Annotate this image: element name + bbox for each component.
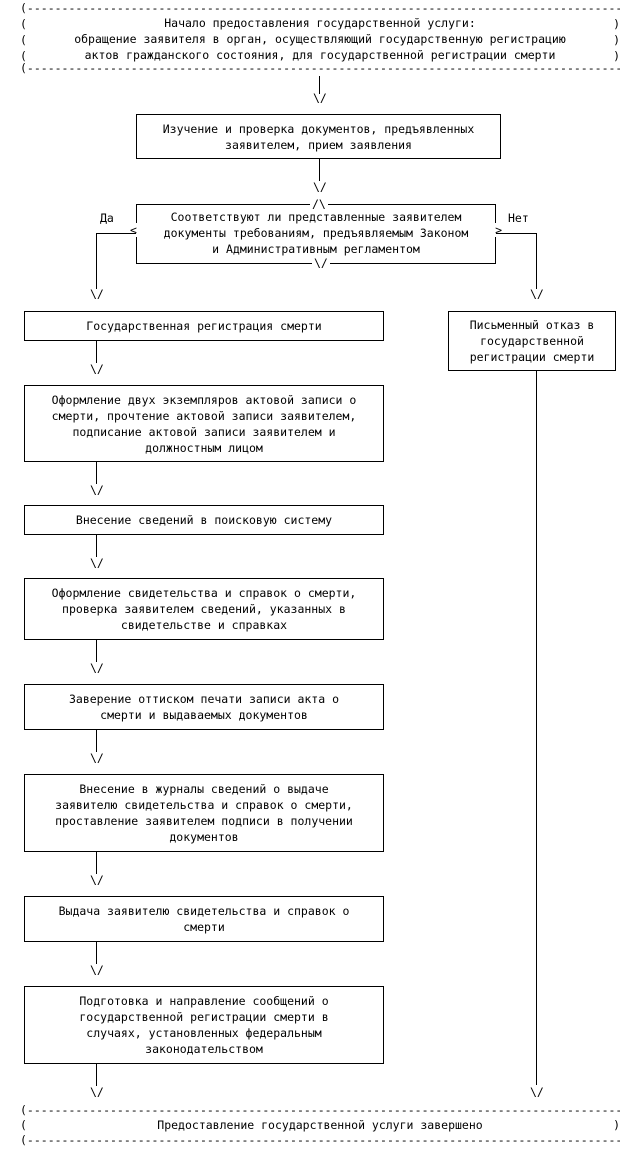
step-journal: Внесение в журналы сведений о выдаче зая… bbox=[24, 774, 384, 852]
step-text: документы требованиям, предъявляемым Зак… bbox=[163, 226, 469, 240]
step-text: свидетельстве и справках bbox=[120, 618, 288, 632]
step-text: случаях, установленных федеральным bbox=[86, 1026, 322, 1040]
step-text: Изучение и проверка документов, предъявл… bbox=[162, 121, 475, 136]
step-text: смерти, прочтение актовой записи заявите… bbox=[51, 408, 357, 423]
connector-line bbox=[96, 852, 97, 874]
step-text: Внесение в журналы сведений о выдаче bbox=[79, 782, 329, 796]
step-check-documents: Изучение и проверка документов, предъявл… bbox=[136, 114, 501, 159]
start-right-paren: ) bbox=[613, 49, 620, 63]
step-text: регистрации смерти bbox=[469, 350, 595, 364]
step-seal: Заверение оттиском печати записи акта о … bbox=[24, 684, 384, 730]
step-text: Заверение оттиском печати записи акта о bbox=[68, 692, 340, 706]
arrow-down-icon: \/ bbox=[90, 661, 104, 675]
start-bottom-dash: (---------------------------------------… bbox=[20, 61, 620, 75]
branch-no-label: Нет bbox=[508, 211, 529, 225]
connector-line bbox=[96, 462, 97, 484]
start-text: Начало предоставления государственной ус… bbox=[30, 15, 610, 63]
decision-bottom-right bbox=[320, 263, 496, 264]
connector-line bbox=[96, 730, 97, 752]
step-text: заявителем, прием заявления bbox=[225, 137, 412, 152]
arrow-down-icon: \/ bbox=[530, 1085, 544, 1099]
start-left-paren: ( bbox=[20, 33, 27, 47]
end-text: Предоставление государственной услуги за… bbox=[157, 1118, 483, 1132]
connector-line bbox=[319, 76, 320, 94]
start-line: Начало предоставления государственной ус… bbox=[164, 16, 476, 30]
branch-yes-label: Да bbox=[100, 211, 114, 225]
arrow-down-icon: \/ bbox=[313, 91, 327, 105]
arrow-down-icon: \/ bbox=[313, 180, 327, 194]
step-text: должностным лицом bbox=[145, 440, 263, 455]
connector-line bbox=[96, 535, 97, 557]
step-text: Внесение сведений в поисковую систему bbox=[75, 513, 333, 527]
step-text: заявителю свидетельства и справок о смер… bbox=[55, 798, 353, 812]
start-line: актов гражданского состояния, для госуда… bbox=[84, 48, 556, 62]
no-branch-horizontal bbox=[496, 233, 536, 234]
decision-diamond: /\ \/ < > Соответствуют ли представленны… bbox=[130, 194, 502, 270]
arrow-down-icon: \/ bbox=[90, 362, 104, 376]
arrow-down-icon: \/ bbox=[90, 556, 104, 570]
start-line: обращение заявителя в орган, осуществляю… bbox=[74, 32, 566, 46]
step-text: смерти bbox=[183, 920, 225, 934]
end-terminator: (---------------------------------------… bbox=[20, 1102, 620, 1150]
step-text: государственной регистрации смерти в bbox=[79, 1010, 329, 1024]
start-right-paren: ) bbox=[613, 17, 620, 31]
step-text: Государственная регистрация смерти bbox=[86, 319, 322, 333]
start-right-paren: ) bbox=[613, 33, 620, 47]
arrow-down-icon: \/ bbox=[530, 287, 544, 301]
start-terminator: (---------------------------------------… bbox=[20, 0, 620, 76]
decision-bottom-point: \/ bbox=[312, 256, 330, 270]
connector-line bbox=[96, 1064, 97, 1086]
connector-line bbox=[319, 159, 320, 181]
yes-branch-vertical bbox=[96, 233, 97, 289]
step-notify: Подготовка и направление сообщений о гос… bbox=[24, 986, 384, 1064]
step-text: Соответствуют ли представленные заявител… bbox=[170, 210, 462, 224]
step-text: подписание актовой записи заявителем и bbox=[72, 424, 336, 439]
end-right-paren: ) bbox=[613, 1118, 620, 1132]
step-text: документов bbox=[169, 830, 239, 844]
step-text: проставление заявителем подписи в получе… bbox=[55, 814, 353, 828]
step-issue: Выдача заявителю свидетельства и справок… bbox=[24, 896, 384, 942]
decision-text: Соответствуют ли представленные заявител… bbox=[140, 209, 492, 257]
decision-top-point: /\ bbox=[310, 197, 328, 211]
connector-line bbox=[96, 640, 97, 662]
step-text: и Административным регламентом bbox=[212, 242, 420, 256]
step-certificate: Оформление свидетельства и справок о сме… bbox=[24, 578, 384, 640]
step-record: Оформление двух экземпляров актовой запи… bbox=[24, 385, 384, 462]
connector-line bbox=[96, 942, 97, 964]
decision-left-point: < bbox=[130, 223, 137, 237]
step-text: Подготовка и направление сообщений о bbox=[79, 994, 329, 1008]
step-refusal: Письменный отказ в государственной регис… bbox=[448, 311, 616, 371]
start-left-paren: ( bbox=[20, 17, 27, 31]
no-branch-vertical bbox=[536, 233, 537, 289]
arrow-down-icon: \/ bbox=[90, 483, 104, 497]
decision-right-point: > bbox=[495, 223, 502, 237]
step-text: проверка заявителем сведений, указанных … bbox=[62, 602, 346, 616]
arrow-down-icon: \/ bbox=[90, 287, 104, 301]
arrow-down-icon: \/ bbox=[90, 873, 104, 887]
arrow-down-icon: \/ bbox=[90, 1085, 104, 1099]
step-text: Выдача заявителю свидетельства и справок… bbox=[58, 904, 350, 918]
step-text: государственной bbox=[480, 334, 584, 348]
step-text: Письменный отказ в bbox=[469, 318, 595, 332]
step-registration: Государственная регистрация смерти bbox=[24, 311, 384, 341]
step-text: смерти и выдаваемых документов bbox=[100, 708, 308, 722]
end-top-dash: (---------------------------------------… bbox=[20, 1103, 620, 1117]
arrow-down-icon: \/ bbox=[90, 963, 104, 977]
start-left-paren: ( bbox=[20, 49, 27, 63]
end-bottom-dash: (---------------------------------------… bbox=[20, 1133, 620, 1147]
decision-bottom-left bbox=[136, 263, 312, 264]
connector-line bbox=[96, 341, 97, 363]
step-search-system: Внесение сведений в поисковую систему bbox=[24, 505, 384, 535]
yes-branch-horizontal bbox=[96, 233, 136, 234]
step-text: Оформление двух экземпляров актовой запи… bbox=[51, 392, 357, 407]
end-left-paren: ( bbox=[20, 1118, 27, 1132]
step-text: Оформление свидетельства и справок о сме… bbox=[51, 586, 357, 600]
start-top-dash: (---------------------------------------… bbox=[20, 1, 620, 15]
refusal-connector-line bbox=[536, 371, 537, 1085]
step-text: законодательством bbox=[145, 1042, 263, 1056]
arrow-down-icon: \/ bbox=[90, 751, 104, 765]
